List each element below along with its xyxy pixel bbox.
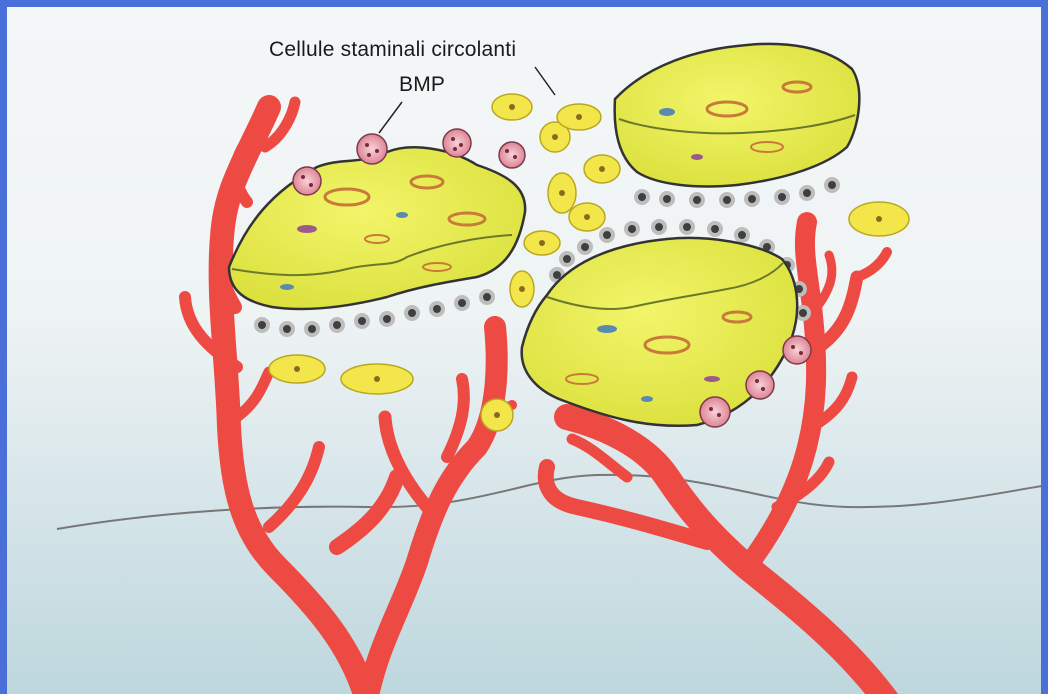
- bone-fragment-left: [229, 147, 525, 309]
- leader-line-bmp: [379, 102, 402, 133]
- label-bmp: BMP: [399, 73, 445, 97]
- label-circulating-stem-cells: Cellule staminali circolanti: [269, 38, 516, 62]
- leader-line-stem-cells: [535, 67, 555, 95]
- bone-fragment-top-right: [615, 44, 860, 187]
- bone-healing-illustration: [7, 7, 1048, 694]
